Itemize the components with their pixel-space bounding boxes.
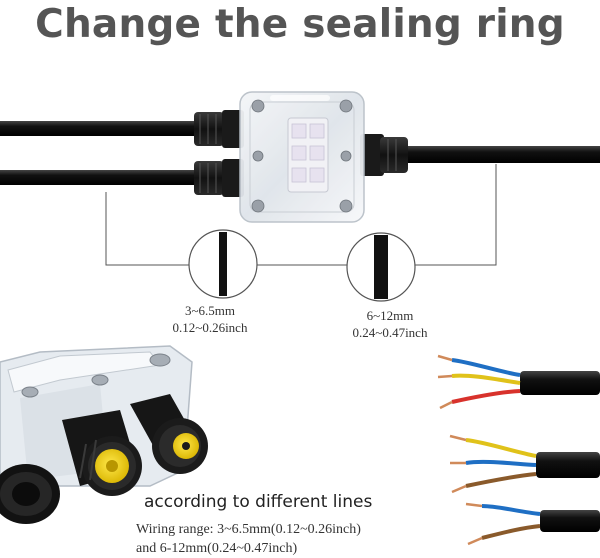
dimension-large-mm: 6~12mm — [366, 308, 414, 323]
cable-gland-left-bottom — [194, 159, 244, 197]
dimension-small-mm: 3~6.5mm — [184, 303, 235, 318]
callout-line-right — [412, 164, 497, 266]
wiring-range-line-2: and 6-12mm(0.24~0.47inch) — [136, 541, 298, 556]
cable-left-top — [0, 121, 210, 136]
cable-3-core-top — [437, 354, 600, 410]
dimension-label-large: 6~12mm 0.24~0.47inch — [330, 307, 450, 341]
cable-gland-left-top — [194, 110, 244, 148]
dimension-small-inch: 0.12~0.26inch — [172, 320, 248, 335]
page-title: Change the sealing ring — [35, 2, 565, 47]
cable-diameter-large-icon — [346, 232, 416, 302]
spare-sealing-cap-icon — [0, 464, 60, 524]
wiring-range-line-1: Wiring range: 3~6.5mm(0.12~0.26inch) — [136, 522, 361, 537]
dimension-label-small: 3~6.5mm 0.12~0.26inch — [150, 302, 270, 336]
cable-gland-right — [360, 134, 408, 176]
dimension-callouts — [105, 164, 497, 266]
wiring-range-text: Wiring range: 3~6.5mm(0.12~0.26inch) and… — [136, 520, 361, 558]
caption-heading: according to different lines — [144, 492, 373, 512]
junction-box — [239, 91, 365, 223]
gland-nut-large-icon — [62, 410, 142, 496]
callout-line-left — [105, 192, 190, 266]
cables-main — [0, 121, 600, 185]
cable-diameter-small-icon — [188, 229, 258, 299]
cable-2-core-bottom — [465, 502, 600, 546]
dimension-large-inch: 0.24~0.47inch — [352, 325, 428, 340]
stripped-cables — [437, 354, 600, 546]
gland-nut-small-icon — [130, 394, 208, 474]
cable-left-bottom — [0, 170, 210, 185]
cable-3-core-middle — [449, 434, 600, 494]
cable-right — [395, 146, 600, 163]
